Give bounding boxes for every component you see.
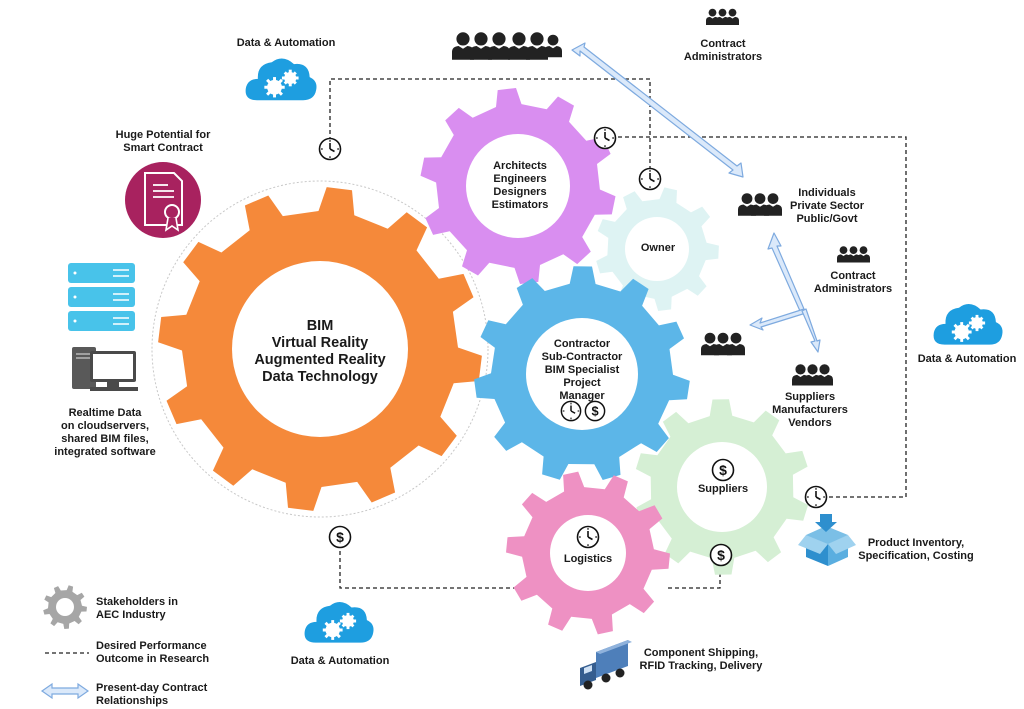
gear-label-owner: Owner xyxy=(640,242,676,254)
arrow-branch-individuals xyxy=(767,232,805,312)
gear-owner xyxy=(596,187,719,311)
gear-logistics xyxy=(506,471,670,635)
gear-contractor-hub xyxy=(526,318,638,430)
label-data-automation-right: Data & Automation xyxy=(917,353,1017,365)
people-icon-admins-group xyxy=(701,332,745,356)
gear-bim xyxy=(158,187,482,511)
dollar-icon xyxy=(709,543,733,567)
legend-gear-icon xyxy=(43,585,87,629)
people-icon-contract-admin-mid xyxy=(837,246,870,263)
label-data-automation-bottom: Data & Automation xyxy=(290,655,390,667)
gears-layer xyxy=(158,88,809,635)
clock-icon xyxy=(804,485,828,509)
dashed-path-bottom-left xyxy=(339,537,518,589)
arrow-branch-suppliers xyxy=(801,308,821,353)
people-icon-contract-admin-top xyxy=(706,8,739,25)
label-smart-contract: Huge Potential for Smart Contract xyxy=(115,129,211,154)
label-contract-admin-mid: Contract Administrators xyxy=(813,270,893,295)
legend-label-relationships: Present-day Contract Relationships xyxy=(96,682,208,707)
people-icon-suppliers xyxy=(792,364,833,386)
dollar-icon xyxy=(584,400,606,422)
arrow-branch-admins xyxy=(749,308,807,331)
computer-icon xyxy=(72,347,138,391)
dollar-icon xyxy=(711,458,735,482)
legend-arrow-icon xyxy=(40,682,90,700)
gear-bim-hub xyxy=(232,261,408,437)
legend-label-stakeholders: Stakeholders in AEC Industry xyxy=(96,596,178,621)
gear-suppliers-hub xyxy=(677,442,767,532)
truck-icon xyxy=(580,640,632,690)
dollar-icon xyxy=(328,525,352,549)
gear-architects xyxy=(420,88,616,284)
label-data-automation-top: Data & Automation xyxy=(236,37,336,49)
gear-architects-hub xyxy=(466,134,570,238)
label-individuals: Individuals Private Sector Public/Govt xyxy=(790,187,864,225)
cloud-icon xyxy=(303,600,375,645)
gear-owner-hub xyxy=(625,217,689,281)
bim-halo xyxy=(151,180,489,518)
legend-label-performance: Desired Performance Outcome in Research xyxy=(96,640,210,665)
people-group-top xyxy=(452,32,562,60)
label-suppliers-group: Suppliers Manufacturers Vendors xyxy=(772,391,848,429)
gear-logistics-hub xyxy=(550,515,626,591)
clock-icon xyxy=(318,137,342,161)
gear-suppliers xyxy=(635,399,809,575)
dashed-path-right xyxy=(604,136,907,498)
contract-arrows xyxy=(571,42,821,353)
cloud-icon xyxy=(244,57,318,102)
gear-label-contractor: Contractor Sub-Contractor BIM Specialist… xyxy=(541,338,623,402)
clock-icon xyxy=(576,525,600,549)
label-inventory: Product Inventory, Specification, Costin… xyxy=(858,537,974,562)
double-arrow-contract-admin xyxy=(571,42,744,178)
clock-icon xyxy=(593,126,617,150)
label-shipping: Component Shipping, RFID Tracking, Deliv… xyxy=(639,647,763,672)
label-contract-admin-top: Contract Administrators xyxy=(683,38,763,63)
gear-label-logistics: Logistics xyxy=(563,553,613,565)
clock-icon xyxy=(638,167,662,191)
gear-label-architects: Architects Engineers Designers Estimator… xyxy=(491,160,549,211)
cloud-icon xyxy=(932,302,1004,347)
smart-contract-icon xyxy=(125,162,201,238)
server-icon xyxy=(68,263,135,331)
box-icon xyxy=(798,514,856,566)
label-realtime-data: Realtime Data on cloudservers, shared BI… xyxy=(54,407,156,458)
gear-contractor xyxy=(474,266,690,480)
clock-icon xyxy=(560,400,582,422)
gear-label-bim: BIM Virtual Reality Augmented Reality Da… xyxy=(254,318,386,385)
legend-gear-hub xyxy=(56,598,74,616)
gear-label-suppliers: Suppliers xyxy=(697,483,749,495)
